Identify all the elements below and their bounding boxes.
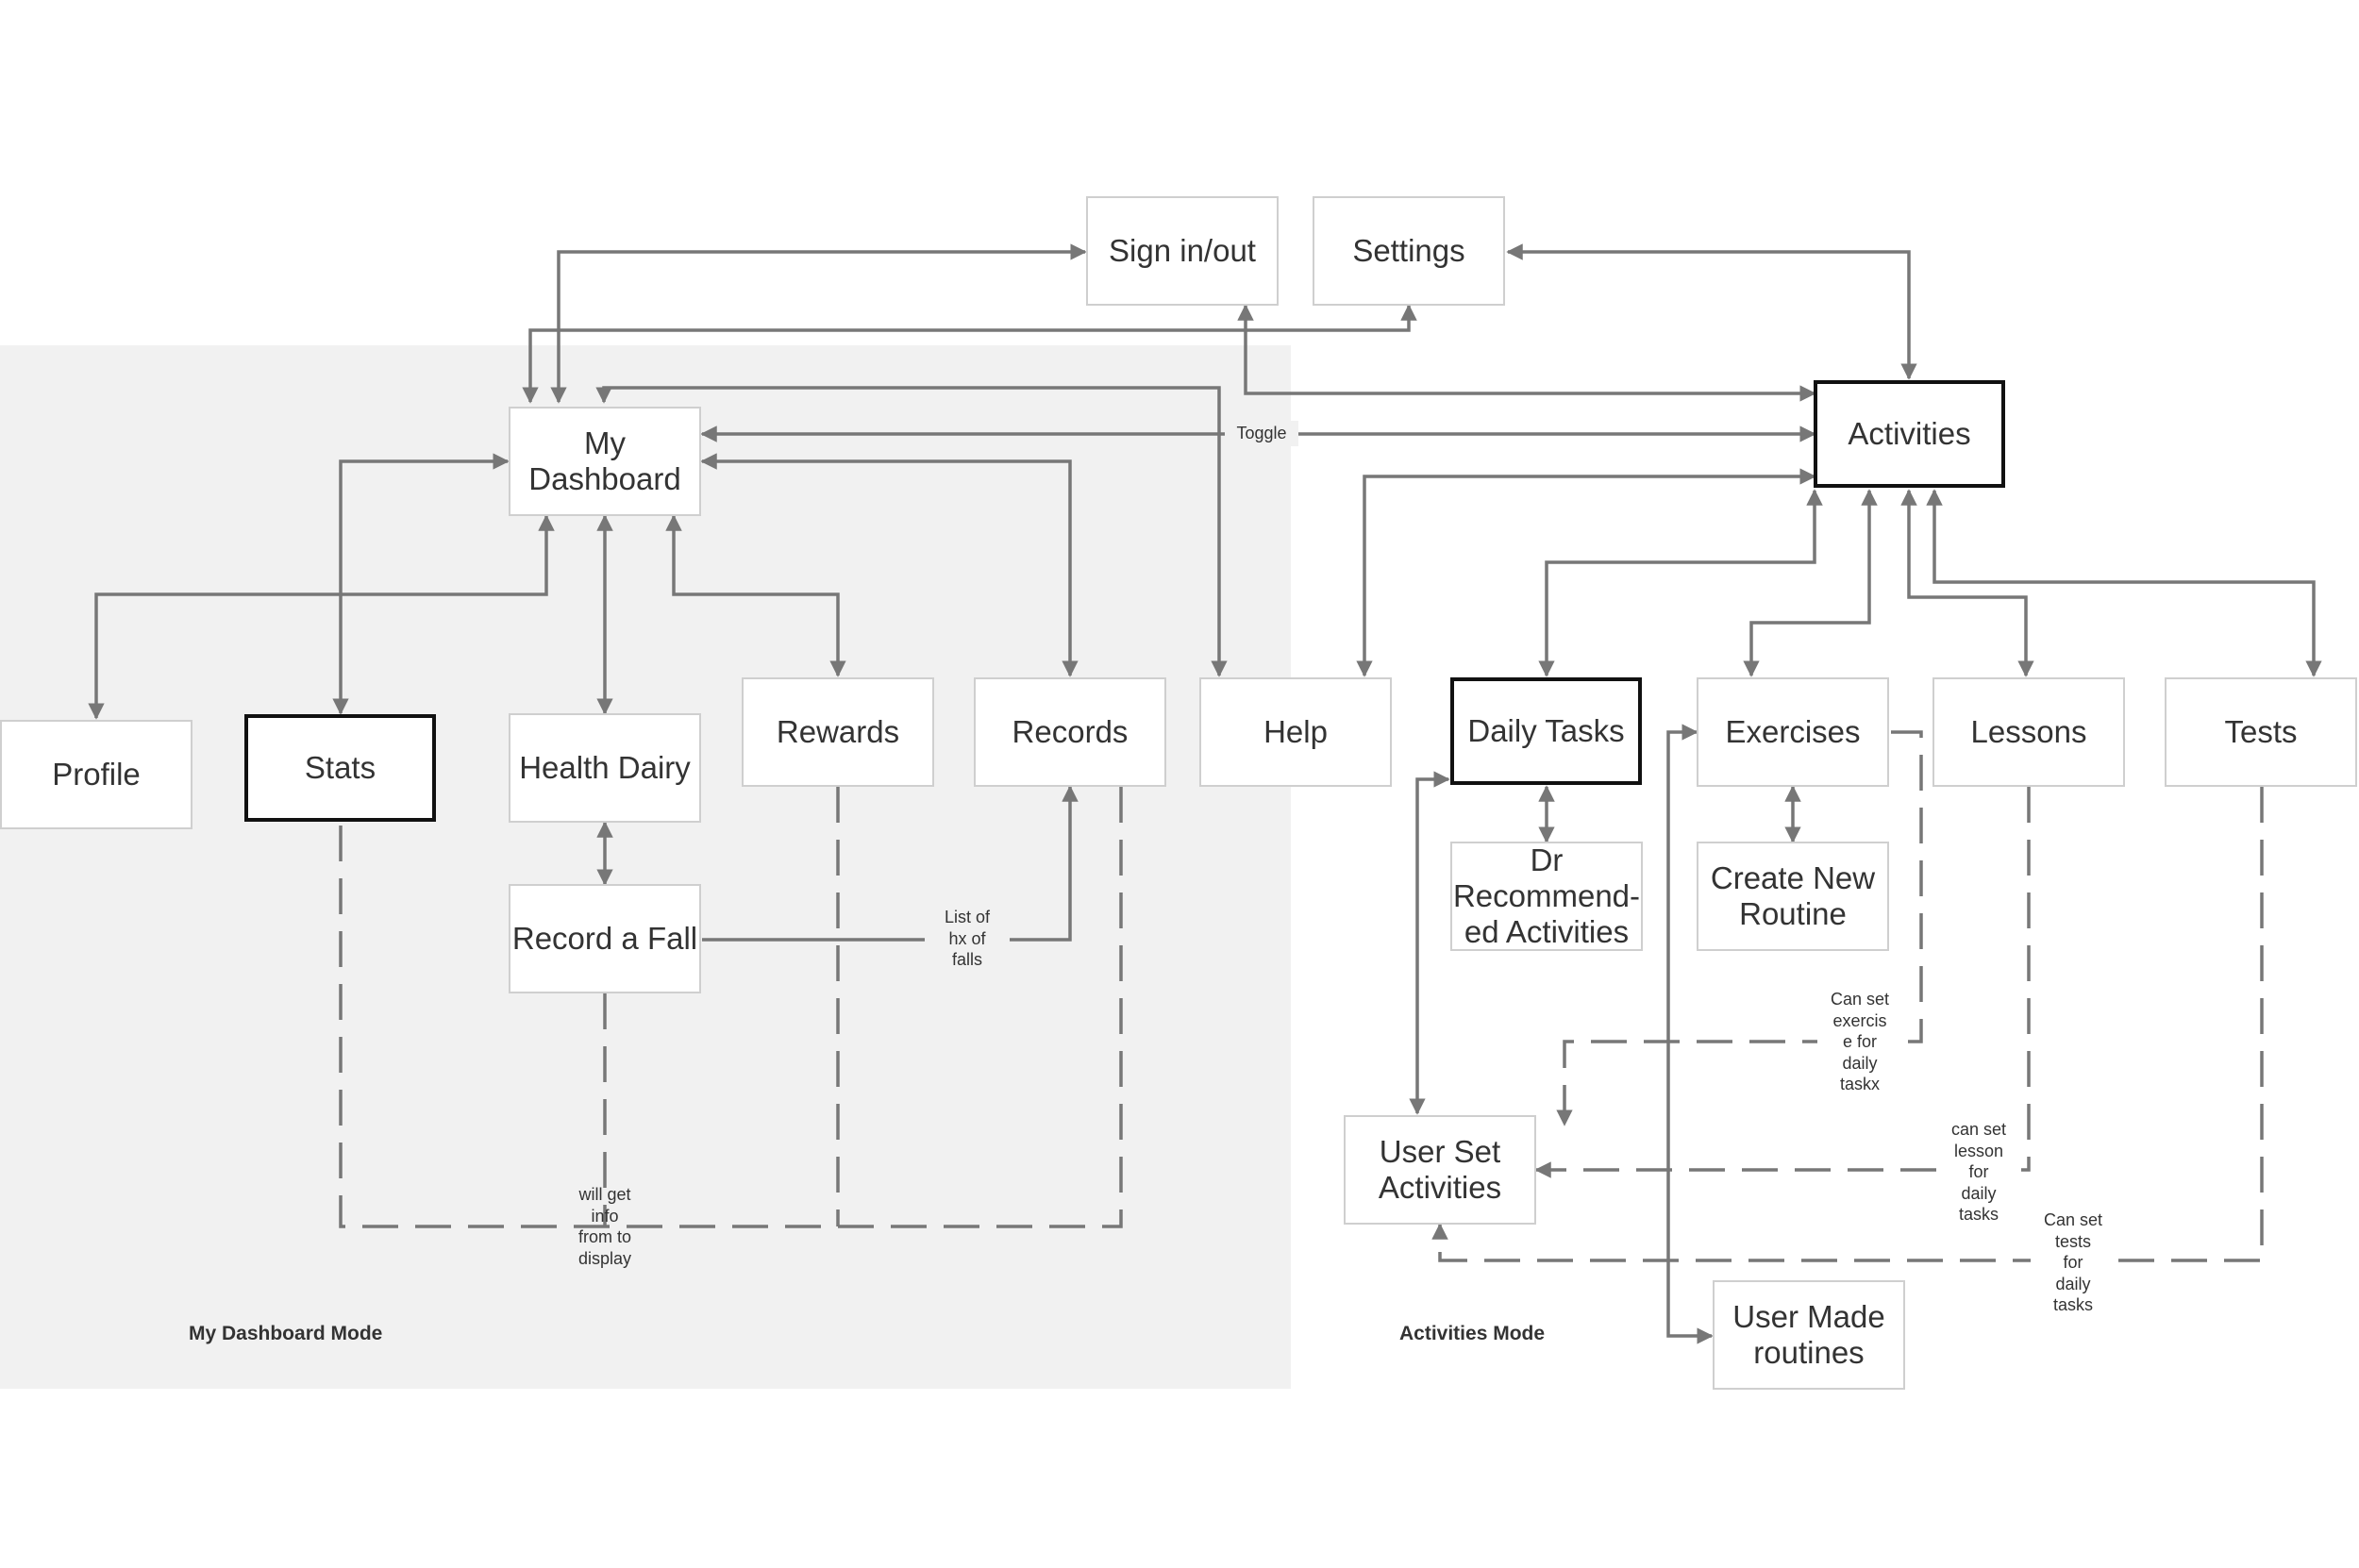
list-of-falls-label: List of hx of falls (925, 905, 1010, 973)
records-label: Records (1012, 714, 1129, 750)
exercises-node[interactable]: Exercises (1697, 677, 1889, 787)
help-label: Help (1263, 714, 1328, 750)
edge-dashboard-rewards (665, 514, 846, 677)
user-set-activities-node[interactable]: User Set Activities (1344, 1115, 1536, 1225)
edge-dashboard-help (595, 386, 1228, 677)
activities-mode-label: Activities Mode (1399, 1323, 1546, 1344)
edge-settings-activities (1506, 243, 1917, 380)
create-new-routine-label: Create New Routine (1710, 860, 1876, 931)
sign-in-out-node[interactable]: Sign in/out (1086, 196, 1279, 306)
edge-dashboard-stats (332, 453, 510, 715)
stats-node[interactable]: Stats (244, 714, 436, 822)
activities-node[interactable]: Activities (1814, 380, 2005, 488)
profile-node[interactable]: Profile (0, 720, 192, 829)
edge-dashboard-profile (88, 514, 555, 720)
exercises-label: Exercises (1725, 714, 1861, 750)
stats-label: Stats (304, 750, 376, 786)
my-dashboard-node[interactable]: My Dashboard (509, 407, 701, 516)
edge-exercises-usermaderoutines (1666, 724, 1714, 1344)
tests-node[interactable]: Tests (2165, 677, 2357, 787)
edge-recordfall-records (702, 785, 1079, 942)
dashboard-mode-label: My Dashboard Mode (189, 1323, 383, 1344)
exercise-note-label: Can set exercis e for daily taskx (1817, 987, 1902, 1097)
edge-signin-activities (1237, 304, 1816, 402)
record-a-fall-label: Record a Fall (511, 921, 698, 957)
tests-label: Tests (2224, 714, 2298, 750)
my-dashboard-label: My Dashboard (528, 425, 681, 496)
edge-dashed-lessons-userset (1534, 787, 2031, 1178)
lesson-note-label: can set lesson for daily tasks (1936, 1117, 2021, 1227)
daily-tasks-node[interactable]: Daily Tasks (1450, 677, 1642, 785)
will-get-info-label: will get info from to display (577, 1185, 632, 1268)
profile-label: Profile (52, 757, 141, 792)
daily-tasks-label: Daily Tasks (1467, 713, 1625, 749)
edge-dashed-tests-userset (1431, 787, 2264, 1262)
record-a-fall-node[interactable]: Record a Fall (509, 884, 701, 993)
user-made-routines-label: User Made routines (1732, 1299, 1885, 1370)
tests-note-label: Can set tests for daily tasks (2031, 1208, 2116, 1318)
help-node[interactable]: Help (1199, 677, 1392, 787)
sign-in-out-label: Sign in/out (1109, 233, 1256, 269)
health-dairy-label: Health Dairy (519, 750, 691, 786)
lessons-node[interactable]: Lessons (1932, 677, 2125, 787)
edge-activities-tests (1926, 489, 2322, 677)
edge-dashed-info (339, 787, 1123, 1228)
edge-dailytasks-usersetactivities (1409, 771, 1450, 1115)
user-made-routines-node[interactable]: User Made routines (1713, 1280, 1905, 1390)
edge-dashboard-signin (550, 243, 1087, 404)
edge-activities-exercises (1743, 489, 1878, 677)
user-set-activities-label: User Set Activities (1378, 1134, 1502, 1205)
settings-label: Settings (1352, 233, 1465, 269)
edge-dashed-exercises-userset (1556, 730, 1923, 1126)
edge-dashboard-records (700, 453, 1079, 677)
dr-recommended-node[interactable]: Dr Recommend- ed Activities (1450, 842, 1643, 951)
edge-activities-help (1356, 468, 1816, 677)
settings-node[interactable]: Settings (1313, 196, 1505, 306)
records-node[interactable]: Records (974, 677, 1166, 787)
activities-label: Activities (1848, 416, 1971, 452)
edge-activities-dailytasks (1538, 489, 1823, 677)
create-new-routine-node[interactable]: Create New Routine (1697, 842, 1889, 951)
dr-recommended-label: Dr Recommend- ed Activities (1452, 842, 1641, 949)
toggle-label: Toggle (1225, 421, 1298, 446)
lessons-label: Lessons (1970, 714, 2087, 750)
rewards-node[interactable]: Rewards (742, 677, 934, 787)
rewards-label: Rewards (776, 714, 900, 750)
health-dairy-node[interactable]: Health Dairy (509, 713, 701, 823)
